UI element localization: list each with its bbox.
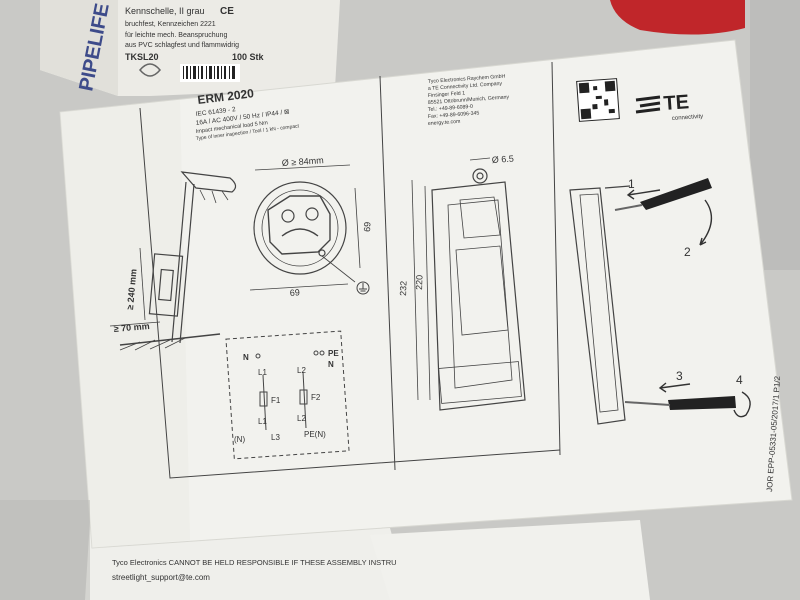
wiring-pe-top: PE	[328, 349, 339, 358]
step-4-label: 4	[736, 373, 743, 387]
logo-main: TE	[663, 91, 690, 115]
box-code: TKSL20	[125, 52, 159, 62]
arrow-2	[699, 199, 713, 246]
te-logo: TE connectivity	[635, 91, 704, 122]
wiring-l2-top: L2	[297, 366, 306, 375]
screwdriver-top	[614, 178, 712, 211]
wiring-n-top: N	[243, 353, 249, 362]
step-2-label: 2	[684, 245, 691, 259]
wiring-l2-bottom: L2	[297, 414, 306, 423]
model-title: ERM 2020	[197, 86, 255, 107]
step-drawing	[569, 185, 631, 425]
wiring-f1: F1	[271, 396, 281, 405]
clip-icon	[139, 63, 161, 77]
standard-1: IEC 61439 - 2	[195, 106, 236, 118]
enclosure-drawing	[411, 157, 526, 411]
dim-220: 220	[414, 275, 425, 290]
box-line1: Kennschelle, II grau	[125, 6, 205, 16]
dim-232: 232	[398, 281, 409, 296]
box-ce: CE	[220, 6, 234, 17]
step-3-label: 3	[676, 369, 683, 383]
qr-code	[576, 78, 620, 122]
wiring-n-bottom: (N)	[234, 435, 245, 444]
arrow-3	[658, 382, 691, 393]
dim-69-horizontal: 69	[289, 287, 300, 298]
company-line-5: Tel.: +49-89-6089-0	[428, 104, 474, 113]
wiring-pe-bottom: PE(N)	[304, 430, 326, 439]
company-line-1: Tyco Electronics Raychem GmbH	[428, 74, 506, 85]
box-line4: aus PVC schlagfest und flammwidrig	[125, 42, 239, 49]
box-qty: 100 Stk	[232, 52, 265, 62]
logo-sub: connectivity	[672, 114, 704, 122]
company-line-6: Fax: +49-89-6096-345	[428, 110, 480, 120]
pole-drawing	[109, 171, 237, 351]
socket-drawing	[249, 164, 361, 291]
dim-84: Ø ≥ 84mm	[281, 155, 324, 168]
dim-6-5: Ø 6.5	[491, 153, 514, 165]
product-box: PIPELIFE Kennschelle, II grau bruchfest,…	[40, 0, 340, 96]
company-line-2: a TE Connectivity Ltd. Company	[428, 81, 503, 92]
wiring-diagram	[225, 330, 350, 460]
rotate-arrow-4	[733, 391, 751, 418]
company-line-7: energy.te.com	[428, 119, 461, 127]
disclaimer-text: Tyco Electronics CANNOT BE HELD RESPONSI…	[112, 558, 397, 567]
dim-69-vertical: 69	[362, 222, 373, 233]
shadow	[0, 500, 90, 600]
box-line2: bruchfest, Kennzeichen 2221	[125, 21, 216, 28]
wiring-l3-bottom: L3	[271, 433, 280, 442]
arrow-1	[626, 189, 661, 200]
wiring-n-top2: N	[328, 360, 334, 369]
company-line-4: 85521 Ottobrunn/Munich, Germany	[428, 94, 510, 106]
support-email: streetlight_support@te.com	[112, 573, 210, 582]
box-line3: für leichte mech. Beanspruchung	[125, 32, 227, 39]
wiring-f2: F2	[311, 393, 321, 402]
wiring-l1-top: L1	[258, 368, 267, 377]
dim-70: ≥ 70 mm	[113, 321, 150, 334]
dim-240: ≥ 240 mm	[125, 268, 139, 310]
step-1-label: 1	[628, 177, 635, 191]
red-object	[610, 0, 745, 35]
wiring-l1-bottom: L1	[258, 417, 267, 426]
screwdriver-bottom	[624, 396, 736, 410]
company-line-3: Finsinger Feld 1	[428, 90, 466, 99]
instruction-sheet: ERM 2020 IEC 61439 - 2 16A / AC 400V / 5…	[59, 39, 793, 549]
ground-icon	[356, 281, 370, 295]
lower-sheets: Tyco Electronics CANNOT BE HELD RESPONSI…	[85, 520, 650, 600]
barcode	[180, 64, 240, 82]
